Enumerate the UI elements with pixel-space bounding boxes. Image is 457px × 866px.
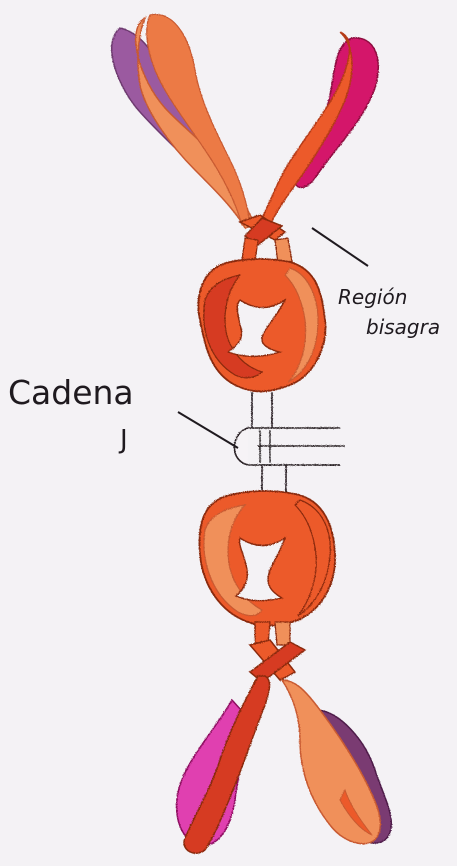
bottom-left-fab-arm [177,676,270,853]
j-chain [234,392,345,496]
bottom-fc-ring [199,491,335,626]
bottom-hinge-region [250,622,305,682]
top-left-fab-arm [112,14,255,228]
bottom-monomer [177,491,392,853]
j-chain-label-line1: Cadena [8,373,134,412]
top-fc-ring [198,259,325,391]
top-monomer [112,14,379,391]
hinge-region-label-line2: bisagra [366,315,440,339]
top-hinge-region [240,215,292,264]
j-chain-leader-line [178,412,238,448]
j-chain-label-line2: J [118,425,128,455]
hinge-region-leader-line [312,228,368,266]
hinge-region-label-line1: Región [338,285,407,309]
bottom-right-fab-arm [282,680,391,844]
top-right-fab-arm [258,32,378,230]
